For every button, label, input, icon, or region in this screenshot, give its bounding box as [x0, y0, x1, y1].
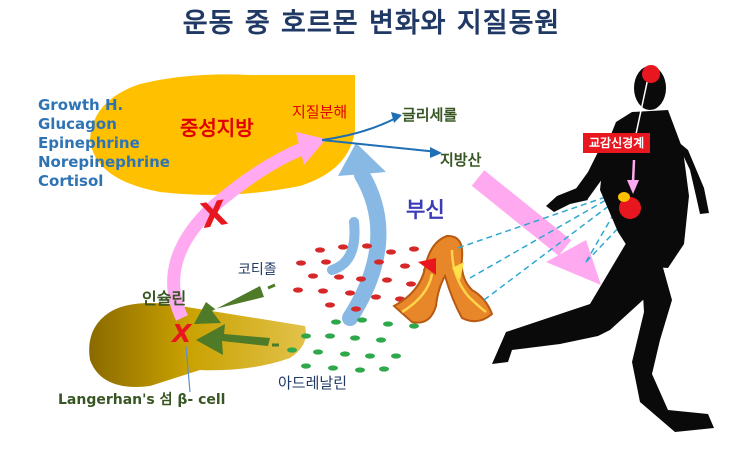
adrenal-gland-inner [401, 249, 487, 314]
insulin-to-fat-arrowhead [296, 132, 326, 165]
adrenaline-dot [379, 366, 389, 372]
adrenaline-dot [409, 323, 419, 329]
adrenaline-dot [331, 319, 341, 325]
cortisol-dot [409, 246, 419, 252]
hormone-norepinephrine: Norepinephrine [38, 153, 170, 171]
adrenal-mark [618, 192, 630, 202]
cortisol-dot [356, 276, 366, 282]
sympathetic-nerve-label: 교감신경계 [583, 133, 651, 154]
fatty-acid-branch-arrowhead [430, 147, 442, 158]
adrenaline-dot [325, 333, 335, 339]
runner-silhouette [492, 66, 714, 432]
cortisol-dot [362, 243, 372, 249]
hormone-growth-h: Growth H. [38, 96, 124, 114]
pancreas-shape [89, 303, 307, 387]
cortisol-dot [382, 277, 392, 283]
adrenaline-dot [287, 347, 297, 353]
glycerol-label: 글리세롤 [402, 106, 458, 124]
adrenaline-dot [301, 363, 311, 369]
kidney-mark [619, 197, 641, 219]
adrenal-gland-shape [392, 234, 494, 324]
cortisol-dot [315, 247, 325, 253]
cortisol-dot [371, 294, 381, 300]
cortisol-dot [386, 249, 396, 255]
cortisol-label: 코티졸 [238, 262, 277, 278]
inhibition-x-mark-pancreas: X [172, 319, 192, 348]
cortisol-dot [296, 260, 306, 266]
cortisol-dot [374, 259, 384, 265]
adrenal-yellow-mark [452, 262, 464, 280]
cortisol-dot [400, 263, 410, 269]
cortisol-dot [318, 288, 328, 294]
adrenaline-dots [287, 317, 419, 373]
fatty-acid-branch-arrow [321, 139, 439, 153]
glycerol-arrow [321, 117, 397, 141]
cortisol-dot [321, 259, 331, 265]
adrenaline-dot [313, 349, 323, 355]
brain-to-sympathetic-line [635, 77, 649, 135]
adrenaline-arrowhead [338, 143, 386, 176]
hormone-glucagon: Glucagon [38, 115, 117, 133]
adrenaline-dot [365, 353, 375, 359]
sympathetic-arrowhead [627, 180, 639, 194]
langerhans-pointer [185, 345, 191, 393]
fatty-acid-label: 지방산 [440, 151, 482, 169]
adrenaline-dot [376, 337, 386, 343]
cortisol-dot [308, 273, 318, 279]
sympathetic-pointer-line [631, 159, 636, 183]
brain-mark [642, 65, 660, 83]
cortisol-arrow [327, 217, 360, 275]
adrenaline-dot [328, 365, 338, 371]
adrenaline-label: 아드레날린 [278, 374, 348, 392]
lipolysis-label: 지질분해 [292, 103, 348, 121]
langerhans-label: Langerhan's 섬 β- cell [58, 392, 226, 408]
glycerol-arrowhead [391, 112, 402, 123]
hormone-epinephrine: Epinephrine [38, 134, 140, 152]
fatty-acid-arrow [471, 170, 572, 256]
adrenaline-arrow [342, 167, 387, 326]
adrenal-red-mark [418, 258, 436, 275]
adrenaline-dot [355, 367, 365, 373]
insulin-to-fat-arrow [167, 141, 307, 321]
cortisol-dot [345, 290, 355, 296]
adrenaline-dot [350, 335, 360, 341]
cortisol-dot [325, 302, 335, 308]
page-title: 운동 중 호르몬 변화와 지질동원 [182, 8, 561, 39]
insulin-label: 인슐린 [142, 289, 187, 308]
hormone-list: Growth H. Glucagon Epinephrine Norepinep… [38, 96, 170, 191]
adrenaline-dot [357, 317, 367, 323]
hormone-cortisol: Cortisol [38, 172, 104, 190]
dashes [267, 283, 276, 290]
adrenaline-dot [301, 333, 311, 339]
adrenal-gland-label: 부신 [406, 198, 445, 222]
cortisol-to-pancreas-arrow [194, 286, 264, 324]
cortisol-dot [351, 306, 361, 312]
adrenaline-dot [340, 351, 350, 357]
cortisol-dot [406, 281, 416, 287]
cortisol-dot [334, 274, 344, 280]
cortisol-dot [338, 244, 348, 250]
cortisol-dots [293, 243, 444, 312]
adipose-tissue-shape [90, 74, 355, 195]
neutral-fat-label: 중성지방 [180, 116, 254, 140]
cortisol-dot [293, 287, 303, 293]
adrenaline-dot [383, 321, 393, 327]
adrenaline-to-pancreas-arrow [196, 324, 270, 355]
fatty-acid-arrowhead [546, 240, 601, 285]
adrenaline-dot [391, 353, 401, 359]
